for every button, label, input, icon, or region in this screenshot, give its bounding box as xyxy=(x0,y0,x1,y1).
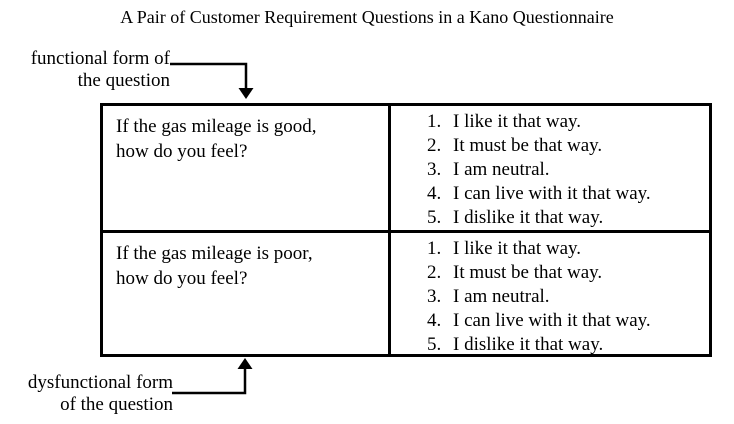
option-text: I like it that way. xyxy=(453,111,582,132)
figure-title: A Pair of Customer Requirement Questions… xyxy=(120,7,614,27)
option-text: I am neutral. xyxy=(453,159,550,180)
option-item: 1. I like it that way. xyxy=(427,110,705,134)
option-number: 1. xyxy=(427,238,442,259)
option-text: It must be that way. xyxy=(453,262,603,283)
option-text: I like it that way. xyxy=(453,238,582,259)
functional-form-label-line2: the question xyxy=(77,70,170,91)
functional-form-label: functional form of the question xyxy=(0,48,170,92)
option-text: I dislike it that way. xyxy=(453,334,604,355)
option-item: 5. I dislike it that way. xyxy=(427,333,705,357)
option-text: I can live with it that way. xyxy=(453,183,651,204)
option-text: It must be that way. xyxy=(453,135,603,156)
option-number: 5. xyxy=(427,334,442,355)
question-line: If the gas mileage is good, xyxy=(116,116,317,137)
arrowhead-down-icon xyxy=(238,88,254,99)
option-item: 4. I can live with it that way. xyxy=(427,309,705,333)
question-cell-dysfunctional: If the gas mileage is poor, how do you f… xyxy=(103,233,391,357)
option-number: 3. xyxy=(427,159,442,180)
option-number: 5. xyxy=(427,207,442,228)
option-item: 1. I like it that way. xyxy=(427,237,705,261)
dysfunctional-form-label-line1: dysfunctional form xyxy=(27,372,173,393)
question-line: how do you feel? xyxy=(116,141,248,162)
options-cell-functional: 1. I like it that way. 2. It must be tha… xyxy=(391,106,709,233)
option-number: 3. xyxy=(427,286,442,307)
option-item: 3. I am neutral. xyxy=(427,158,705,182)
option-item: 2. It must be that way. xyxy=(427,134,705,158)
functional-form-label-line1: functional form of xyxy=(30,48,170,69)
option-text: I dislike it that way. xyxy=(453,207,604,228)
options-cell-dysfunctional: 1. I like it that way. 2. It must be tha… xyxy=(391,233,709,357)
option-item: 5. I dislike it that way. xyxy=(427,206,705,230)
functional-arrow xyxy=(170,62,254,99)
arrowhead-up-icon xyxy=(237,358,253,369)
option-number: 4. xyxy=(427,183,442,204)
option-item: 2. It must be that way. xyxy=(427,261,705,285)
option-text: I can live with it that way. xyxy=(453,310,651,331)
option-text: I am neutral. xyxy=(453,286,550,307)
question-line: how do you feel? xyxy=(116,268,248,289)
option-number: 4. xyxy=(427,310,442,331)
dysfunctional-form-label-line2: of the question xyxy=(60,394,173,415)
option-number: 2. xyxy=(427,262,442,283)
option-number: 1. xyxy=(427,111,442,132)
dysfunctional-arrow xyxy=(172,358,253,395)
question-line: If the gas mileage is poor, xyxy=(116,243,313,264)
question-cell-functional: If the gas mileage is good, how do you f… xyxy=(103,106,391,233)
option-number: 2. xyxy=(427,135,442,156)
kano-question-table: If the gas mileage is good, how do you f… xyxy=(100,103,712,357)
option-item: 3. I am neutral. xyxy=(427,285,705,309)
option-item: 4. I can live with it that way. xyxy=(427,182,705,206)
dysfunctional-form-label: dysfunctional form of the question xyxy=(0,372,173,416)
